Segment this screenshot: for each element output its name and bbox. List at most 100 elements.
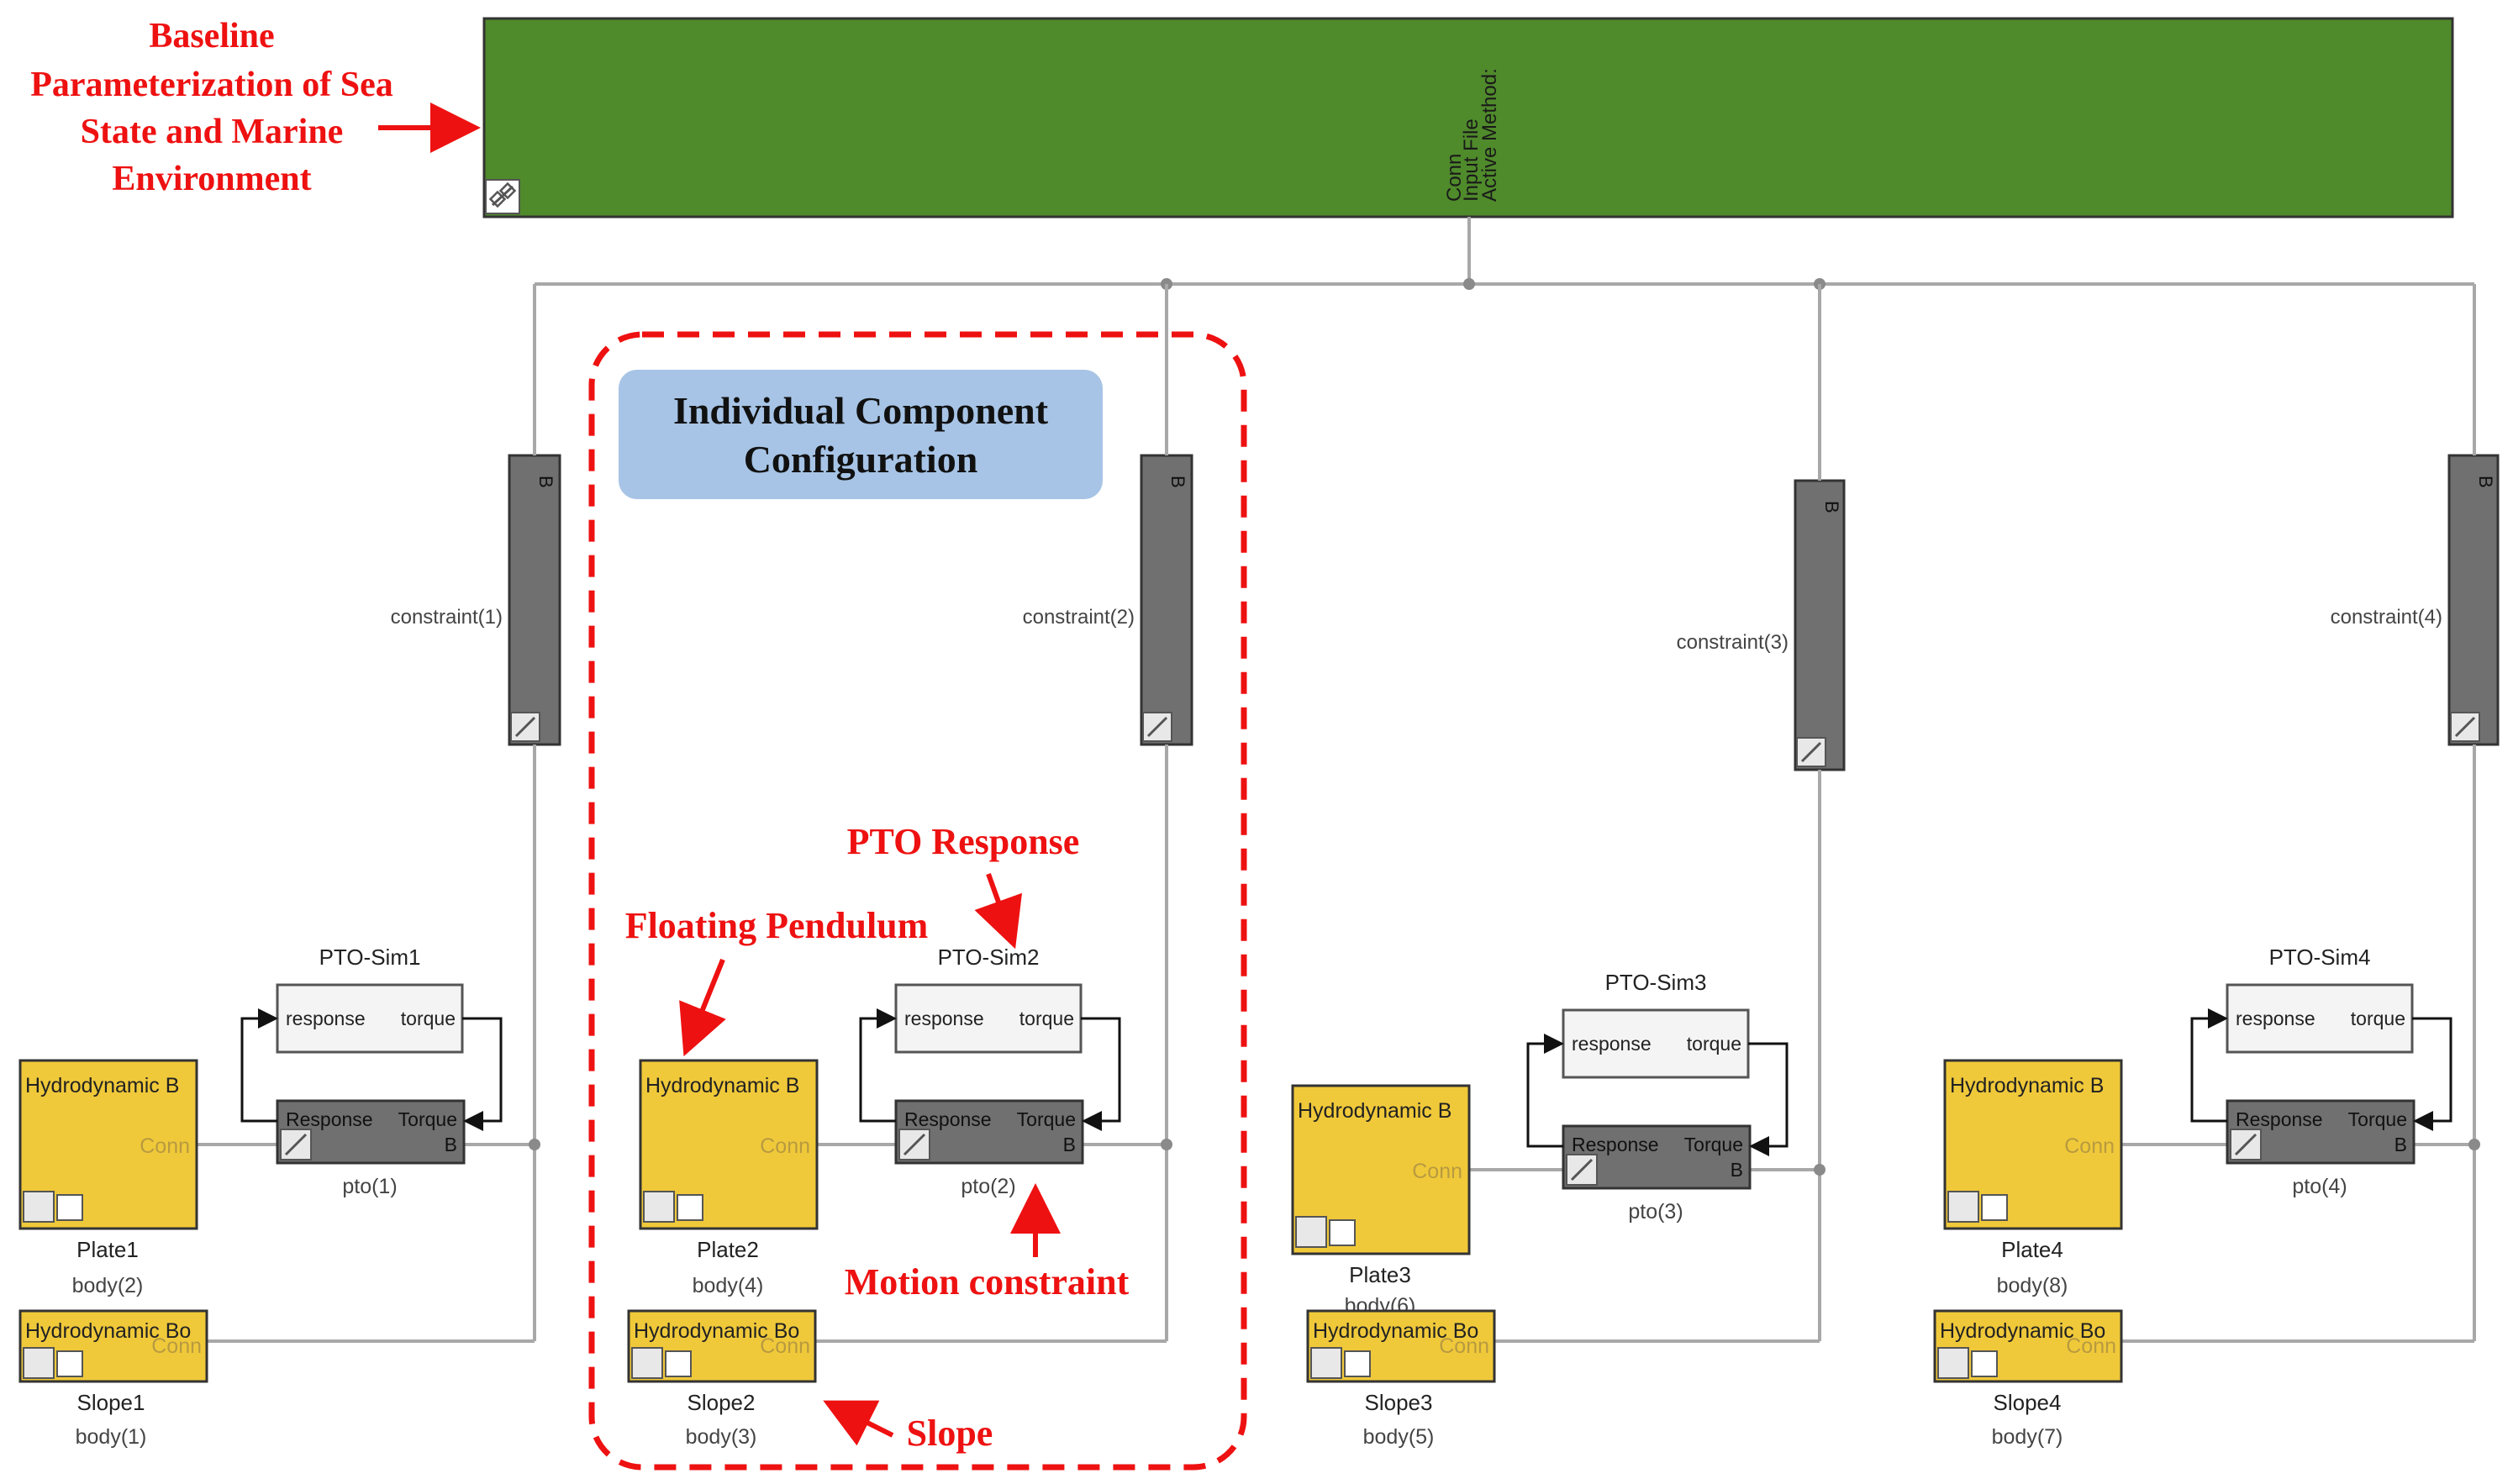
- link-icon-stroke: [903, 1133, 926, 1156]
- pto-sim-torque-port: torque: [1687, 1033, 1741, 1055]
- pto-block-2[interactable]: Response Torque B: [894, 1099, 1084, 1165]
- pto-label-1: pto(1): [342, 1175, 397, 1198]
- baseline-line2: Parameterization of Sea: [30, 66, 393, 104]
- baseline-line4: Environment: [112, 160, 311, 198]
- motion-constraint-annotation: Motion constraint: [845, 1183, 1130, 1302]
- pto-block-3[interactable]: Response Torque B: [1562, 1124, 1752, 1190]
- slope-body-label-2: body(3): [686, 1425, 757, 1449]
- hydro-slope-label: Hydrodynamic Bo: [634, 1319, 799, 1343]
- link-icon-stroke: [1570, 1158, 1594, 1181]
- slope-body-block-3[interactable]: Hydrodynamic Bo Conn: [1306, 1309, 1496, 1383]
- copy-icon: [1981, 1194, 2008, 1221]
- pto-b-port: B: [1063, 1134, 1076, 1155]
- constraint-block-3[interactable]: B: [1794, 479, 1846, 771]
- constraint-label-3: constraint(3): [1677, 631, 1789, 654]
- hydro-slope-label: Hydrodynamic Bo: [25, 1319, 191, 1343]
- link-icon-stroke: [1146, 716, 1168, 738]
- slope-name-2: Slope2: [688, 1390, 756, 1415]
- pto-torque-port: Torque: [1017, 1108, 1076, 1130]
- junction: [529, 1139, 540, 1150]
- link-icon-stroke: [1800, 741, 1822, 763]
- constraint-block-4[interactable]: B: [2447, 454, 2500, 746]
- individual-config-line2: Configuration: [744, 438, 978, 481]
- constraint-label-4: constraint(4): [2331, 606, 2442, 629]
- module-4: B constraint(4) PTO-Sim4 response torque…: [1933, 284, 2500, 1449]
- hydro-body-label: Hydrodynamic B: [25, 1074, 179, 1097]
- global-block-input-file: Input File: [1460, 118, 1483, 202]
- pto-sim-response-port: response: [286, 1008, 366, 1029]
- pto-sim-title-1: PTO-Sim1: [319, 945, 421, 970]
- pto-label-2: pto(2): [961, 1175, 1015, 1198]
- link-icon: [1295, 1216, 1327, 1248]
- floating-pendulum-arrow: [679, 958, 726, 1057]
- plate-name-3: Plate3: [1349, 1262, 1411, 1287]
- copy-icon: [1344, 1350, 1371, 1377]
- plate-body-block-2[interactable]: Hydrodynamic B Conn: [639, 1059, 819, 1230]
- slope-body-block-4[interactable]: Hydrodynamic Bo Conn: [1933, 1309, 2123, 1383]
- slope-name-4: Slope4: [1994, 1390, 2062, 1415]
- link-icon: [1947, 1191, 1979, 1223]
- pto-torque-port: Torque: [2348, 1108, 2407, 1130]
- pto-response-port: Response: [904, 1108, 992, 1130]
- constraint-port-b: B: [1821, 501, 1842, 513]
- link-icon: [643, 1191, 675, 1223]
- plate-body-block-3[interactable]: Hydrodynamic B Conn: [1291, 1084, 1471, 1255]
- hydro-body-label: Hydrodynamic B: [1298, 1099, 1451, 1123]
- pto-response-port: Response: [2236, 1108, 2323, 1130]
- junction: [1161, 1139, 1172, 1150]
- link-icon-stroke: [2454, 716, 2476, 738]
- constraint-block-1[interactable]: B: [508, 454, 561, 746]
- floating-pendulum-label: Floating Pendulum: [625, 905, 929, 946]
- plate-body-label-2: body(4): [693, 1274, 764, 1297]
- conn-port: Conn: [2064, 1134, 2115, 1158]
- global-block-conn: Conn: [1443, 154, 1466, 202]
- hydro-slope-label: Hydrodynamic Bo: [1940, 1319, 2105, 1343]
- slope-body-block-2[interactable]: Hydrodynamic Bo Conn: [627, 1309, 817, 1383]
- plate-body-block-4[interactable]: Hydrodynamic B Conn: [1943, 1059, 2123, 1230]
- pto-sim-block-1[interactable]: PTO-Sim1 response torque: [276, 945, 464, 1054]
- pto-torque-port: Torque: [398, 1108, 457, 1130]
- pto-b-port: B: [1731, 1159, 1743, 1181]
- pto-sim-block-4[interactable]: PTO-Sim4 response torque: [2226, 945, 2414, 1054]
- pto-sim-block-3[interactable]: PTO-Sim3 response torque: [1562, 970, 1750, 1079]
- global-block[interactable]: Input File Active Method: Conn: [482, 17, 2454, 218]
- conn-port: Conn: [760, 1334, 810, 1358]
- constraint-port-b: B: [535, 476, 556, 488]
- constraint-block-2[interactable]: B: [1140, 454, 1193, 746]
- link-icon-stroke: [514, 716, 536, 738]
- link-icon: [1310, 1347, 1342, 1379]
- conn-port: Conn: [1439, 1334, 1489, 1358]
- link-icon: [23, 1191, 55, 1223]
- pto-block-1[interactable]: Response Torque B: [276, 1099, 466, 1165]
- slope-annotation: Slope: [823, 1400, 993, 1454]
- pto-sim-response-port: response: [904, 1008, 984, 1029]
- slope-label: Slope: [907, 1413, 993, 1454]
- copy-icon: [56, 1194, 83, 1221]
- constraint-label-2: constraint(2): [1023, 606, 1135, 629]
- pto-torque-port: Torque: [1684, 1134, 1743, 1155]
- slope-body-block-1[interactable]: Hydrodynamic Bo Conn: [18, 1309, 208, 1383]
- copy-icon: [665, 1350, 692, 1377]
- pto-sim-title-2: PTO-Sim2: [938, 945, 1040, 970]
- copy-icon: [1329, 1219, 1356, 1246]
- plate-body-block-1[interactable]: Hydrodynamic B Conn: [18, 1059, 198, 1230]
- module-2: B constraint(2) PTO-Sim2 response torque…: [627, 284, 1193, 1449]
- baseline-annotation: Baseline Parameterization of Sea State a…: [30, 17, 481, 198]
- plate-body-label-4: body(8): [1997, 1274, 2068, 1297]
- pto-sim-block-2[interactable]: PTO-Sim2 response torque: [894, 945, 1083, 1054]
- pto-response-arrow: [974, 872, 1023, 950]
- junction: [2468, 1139, 2480, 1150]
- individual-config-box: Individual Component Configuration: [619, 370, 1103, 499]
- slope-body-label-3: body(5): [1363, 1425, 1435, 1449]
- pto-feedback-wires-3: [1526, 1034, 1789, 1156]
- module-3: B constraint(3) PTO-Sim3 response torque…: [1291, 284, 1846, 1449]
- hydro-body-label: Hydrodynamic B: [645, 1074, 799, 1097]
- slope-arrow: [823, 1400, 894, 1446]
- slope-name-3: Slope3: [1365, 1390, 1433, 1415]
- pto-block-4[interactable]: Response Torque B: [2226, 1099, 2416, 1165]
- hydro-body-label: Hydrodynamic B: [1950, 1074, 2104, 1097]
- pto-sim-response-port: response: [2236, 1008, 2315, 1029]
- pto-feedback-wires-2: [859, 1008, 1121, 1131]
- pto-response-port: Response: [286, 1108, 373, 1130]
- pto-sim-title-4: PTO-Sim4: [2269, 945, 2371, 970]
